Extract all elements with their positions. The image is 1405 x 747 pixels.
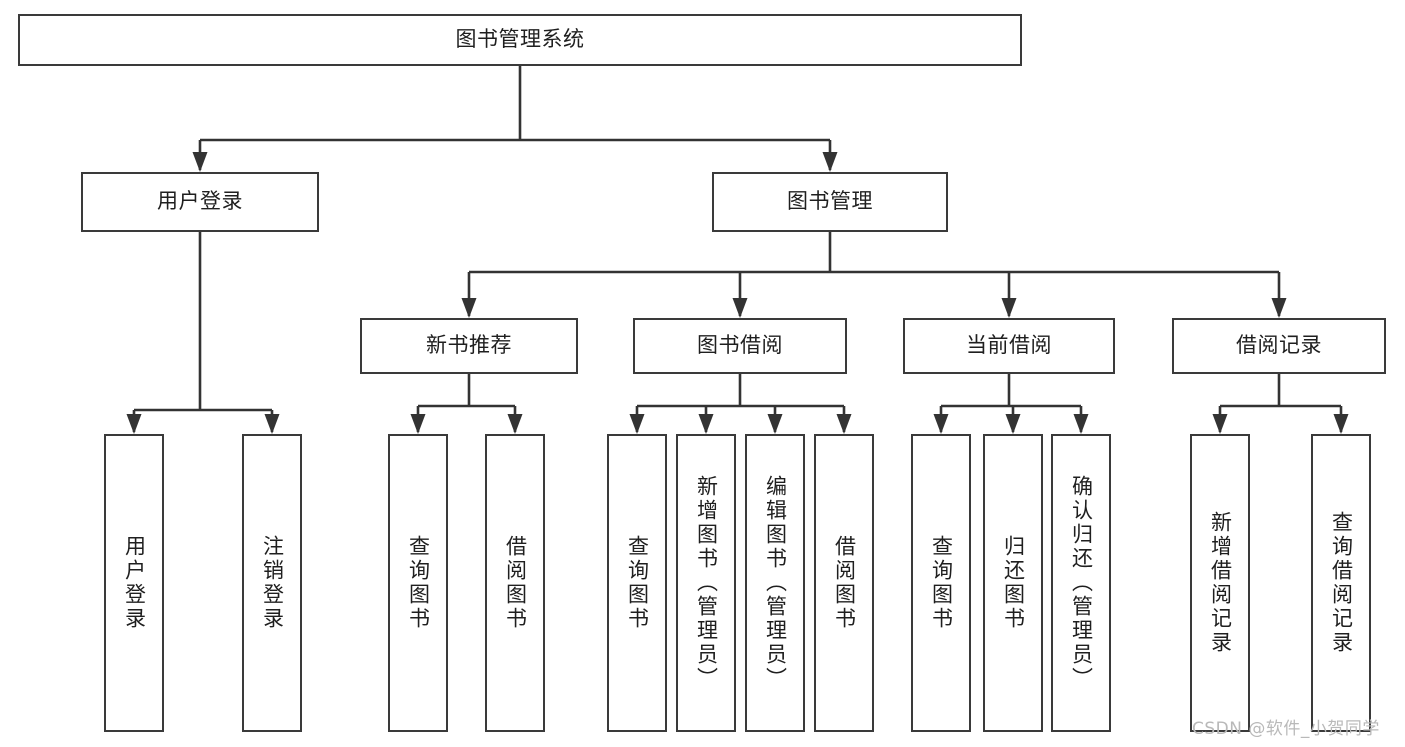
node-leaf-return-book: 归还图书	[983, 434, 1043, 732]
node-leaf-confirm-return: 确认归还（管理员）	[1051, 434, 1111, 732]
node-book-borrow: 图书借阅	[633, 318, 847, 374]
node-leaf-borrow-book-1: 借阅图书	[485, 434, 545, 732]
node-book-management: 图书管理	[712, 172, 948, 232]
arrow-head-current-borrow-to-leaves-1	[1005, 414, 1021, 434]
node-label-leaf-logout: 注销登录	[260, 535, 285, 631]
node-label-leaf-query-record: 查询借阅记录	[1329, 511, 1354, 655]
node-label-leaf-add-record: 新增借阅记录	[1208, 511, 1233, 655]
node-label-leaf-query-book-1: 查询图书	[406, 535, 431, 631]
node-new-book-recommend: 新书推荐	[360, 318, 578, 374]
node-label-borrow-record: 借阅记录	[1236, 333, 1322, 358]
arrow-head-book-management-to-level3-1	[732, 298, 748, 318]
arrow-head-root-to-level2-0	[192, 152, 208, 172]
arrow-head-new-book-to-leaves-0	[410, 414, 426, 434]
node-label-leaf-user-login: 用户登录	[122, 535, 147, 631]
node-current-borrow: 当前借阅	[903, 318, 1115, 374]
arrow-head-user-login-to-leaves-0	[126, 414, 142, 434]
node-label-leaf-add-book: 新增图书（管理员）	[694, 475, 719, 691]
node-label-leaf-borrow-book-2: 借阅图书	[832, 535, 857, 631]
node-label-new-book-recommend: 新书推荐	[426, 333, 512, 358]
node-label-leaf-borrow-book-1: 借阅图书	[503, 535, 528, 631]
arrow-head-book-borrow-to-leaves-3	[836, 414, 852, 434]
node-label-leaf-return-book: 归还图书	[1001, 535, 1026, 631]
node-label-book-management: 图书管理	[787, 189, 873, 214]
node-leaf-logout: 注销登录	[242, 434, 302, 732]
node-leaf-user-login: 用户登录	[104, 434, 164, 732]
arrow-head-book-management-to-level3-3	[1271, 298, 1287, 318]
arrow-head-borrow-record-to-leaves-0	[1212, 414, 1228, 434]
node-leaf-query-book-3: 查询图书	[911, 434, 971, 732]
arrow-head-book-borrow-to-leaves-0	[629, 414, 645, 434]
node-label-leaf-query-book-3: 查询图书	[929, 535, 954, 631]
node-label-leaf-query-book-2: 查询图书	[625, 535, 650, 631]
arrow-head-new-book-to-leaves-1	[507, 414, 523, 434]
arrow-head-book-borrow-to-leaves-2	[767, 414, 783, 434]
node-borrow-record: 借阅记录	[1172, 318, 1386, 374]
node-leaf-edit-book: 编辑图书（管理员）	[745, 434, 805, 732]
node-leaf-query-book-1: 查询图书	[388, 434, 448, 732]
csdn-watermark: CSDN @软件_小贺同学	[1192, 719, 1380, 739]
node-label-current-borrow: 当前借阅	[966, 333, 1052, 358]
arrow-head-root-to-level2-1	[822, 152, 838, 172]
node-label-root: 图书管理系统	[455, 27, 585, 52]
node-leaf-query-book-2: 查询图书	[607, 434, 667, 732]
node-root: 图书管理系统	[18, 14, 1022, 66]
node-label-user-login: 用户登录	[157, 189, 243, 214]
arrow-head-current-borrow-to-leaves-0	[933, 414, 949, 434]
node-leaf-query-record: 查询借阅记录	[1311, 434, 1371, 732]
arrow-head-borrow-record-to-leaves-1	[1333, 414, 1349, 434]
node-label-leaf-edit-book: 编辑图书（管理员）	[763, 475, 788, 691]
arrow-head-book-management-to-level3-2	[1001, 298, 1017, 318]
arrow-head-user-login-to-leaves-1	[264, 414, 280, 434]
node-leaf-add-book: 新增图书（管理员）	[676, 434, 736, 732]
arrow-head-book-borrow-to-leaves-1	[698, 414, 714, 434]
node-label-leaf-confirm-return: 确认归还（管理员）	[1069, 475, 1094, 691]
node-leaf-borrow-book-2: 借阅图书	[814, 434, 874, 732]
node-user-login: 用户登录	[81, 172, 319, 232]
node-leaf-add-record: 新增借阅记录	[1190, 434, 1250, 732]
node-label-book-borrow: 图书借阅	[697, 333, 783, 358]
arrow-head-book-management-to-level3-0	[461, 298, 477, 318]
arrow-head-current-borrow-to-leaves-2	[1073, 414, 1089, 434]
